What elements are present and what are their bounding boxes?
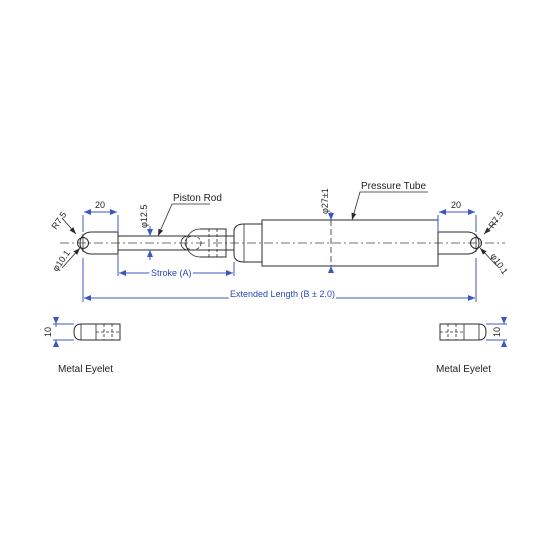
- leader-right-hole: [479, 247, 498, 267]
- dim-extended-length: [82, 258, 477, 302]
- dim-extended-length-text: Extended Length (B ± 2.0): [230, 289, 335, 299]
- leader-piston-rod: [157, 203, 210, 237]
- dim-right-hole-text: φ10.1: [488, 251, 510, 276]
- dim-left-radius-text: R7.5: [49, 210, 68, 231]
- dim-left-eye-width: [82, 209, 119, 232]
- label-metal-eyelet-left: Metal Eyelet: [58, 364, 113, 375]
- leader-left-radius: [61, 217, 77, 235]
- dim-stroke-text: Stroke (A): [151, 268, 192, 278]
- label-metal-eyelet-right: Metal Eyelet: [436, 364, 491, 375]
- right-metal-eyelet: [439, 317, 507, 347]
- dim-right-eye-width: [437, 209, 477, 232]
- leader-right-radius: [483, 219, 499, 235]
- piston-rod: [118, 228, 234, 258]
- dim-left-eyelet-height-text: 10: [43, 327, 53, 337]
- pressure-tube: [233, 219, 482, 267]
- dim-right-eyelet-height-text: 10: [492, 327, 502, 337]
- label-pressure-tube: Pressure Tube: [361, 181, 426, 192]
- leader-pressure-tube: [351, 191, 428, 221]
- dim-tube-diameter-text: φ27±1: [320, 188, 330, 214]
- leader-left-hole: [61, 247, 81, 269]
- dim-left-eye-width-text: 20: [95, 200, 105, 210]
- dim-right-eye-width-text: 20: [451, 200, 461, 210]
- label-piston-rod: Piston Rod: [173, 193, 222, 204]
- dim-stroke: [117, 254, 235, 276]
- dim-right-radius-text: R7.5: [486, 209, 505, 230]
- left-metal-eyelet: [53, 317, 121, 347]
- dim-rod-diameter-text: φ12.5: [139, 205, 149, 228]
